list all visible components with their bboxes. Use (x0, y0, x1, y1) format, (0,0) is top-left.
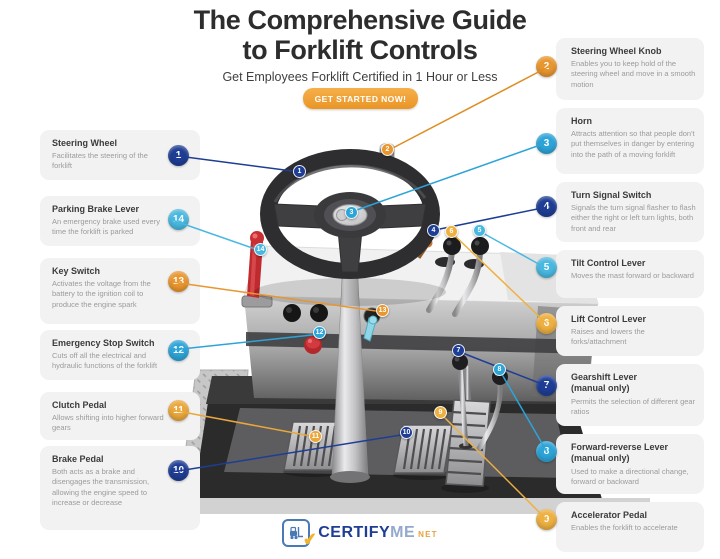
callout-desc: Cuts off all the electrical and hydrauli… (52, 351, 158, 371)
header: The Comprehensive Guide to Forklift Cont… (150, 5, 570, 85)
callout-desc: Permits the selection of different gear … (571, 396, 696, 416)
callout-number-badge: 7 (536, 375, 557, 396)
brand-part2: ME (390, 524, 416, 541)
callout-gearshift-lever: Gearshift Lever (manual only) Permits th… (536, 364, 704, 426)
marker-7-gearshift: 7 (452, 344, 465, 357)
callout-title: Tilt Control Lever (571, 258, 646, 268)
callout-title: Forward-reverse Lever (571, 442, 669, 452)
brand-suffix: NET (418, 530, 438, 539)
callout-title: Gearshift Lever (571, 372, 638, 382)
marker-10-brake-pedal: 10 (400, 426, 413, 439)
callout-key-switch: Key Switch Activates the voltage from th… (40, 258, 200, 324)
callout-desc: An emergency brake used every time the f… (52, 217, 160, 237)
certifyme-logo[interactable]: ✔ (282, 519, 318, 550)
callout-number-badge: 10 (168, 460, 189, 481)
callout-steering-wheel: Steering Wheel Facilitates the steering … (40, 130, 200, 180)
callout-title: Steering Wheel (52, 138, 118, 148)
callout-number-badge: 5 (536, 257, 557, 278)
callout-title: Turn Signal Switch (571, 190, 652, 200)
callout-title: Emergency Stop Switch (52, 338, 155, 348)
get-started-button[interactable]: GET STARTED NOW! (303, 88, 418, 109)
checkmark-icon: ✔ (301, 529, 319, 550)
marker-4-turn-signal: 4 (427, 224, 440, 237)
callout-desc: Attracts attention so that people don't … (571, 129, 695, 159)
callout-desc: Enables the forklift to accelerate (571, 523, 678, 533)
callout-desc: Moves the mast forward or backward (571, 271, 694, 281)
marker-13-key-switch: 13 (376, 304, 389, 317)
callout-number-badge: 4 (536, 196, 557, 217)
brand-part1: CERTIFY (318, 524, 391, 541)
callout-title: Steering Wheel Knob (571, 46, 662, 56)
callout-accelerator-pedal: Accelerator Pedal Enables the forklift t… (536, 502, 704, 552)
callout-desc: Signals the turn signal flasher to flash… (571, 203, 696, 233)
marker-3-horn: 3 (345, 206, 358, 219)
steering-wheel (254, 149, 446, 306)
page-title-line1: The Comprehensive Guide (193, 5, 527, 35)
callout-title: Clutch Pedal (52, 400, 107, 410)
marker-14-parking-brake: 14 (254, 243, 267, 256)
callout-title: Accelerator Pedal (571, 510, 648, 520)
callout-number-badge: 2 (536, 56, 557, 77)
marker-6-lift-lever: 6 (445, 225, 458, 238)
callout-title-note: (manual only) (571, 453, 630, 464)
callout-horn: Horn Attracts attention so that people d… (536, 108, 704, 174)
callout-title: Horn (571, 116, 592, 126)
callout-clutch-pedal: Clutch Pedal Allows shifting into higher… (40, 392, 200, 440)
callout-number-badge: 13 (168, 271, 189, 292)
callout-desc: Used to make a directional change, forwa… (571, 466, 689, 486)
callout-number-badge: 14 (168, 209, 189, 230)
marker-9-accelerator: 9 (434, 406, 447, 419)
callout-title: Key Switch (52, 266, 101, 276)
callout-desc: Enables you to keep hold of the steering… (571, 59, 696, 89)
callout-title-note: (manual only) (571, 383, 630, 394)
marker-5-tilt-lever: 5 (473, 224, 486, 237)
callout-number-badge: 3 (536, 133, 557, 154)
dash-dark-band (246, 332, 596, 354)
callout-parking-brake-lever: Parking Brake Lever An emergency brake u… (40, 196, 200, 246)
callout-number-badge: 8 (536, 441, 557, 462)
callout-desc: Both acts as a brake and disengages the … (52, 467, 150, 507)
marker-1-steering-wheel: 1 (293, 165, 306, 178)
callout-forward-reverse-lever: Forward-reverse Lever (manual only) Used… (536, 434, 704, 494)
callout-desc: Raises and lowers the forks/attachment (571, 327, 645, 347)
callout-number-badge: 11 (168, 400, 189, 421)
callout-desc: Facilitates the steering of the forklift (52, 151, 148, 171)
page-subtitle: Get Employees Forklift Certified in 1 Ho… (222, 70, 498, 85)
callout-title: Brake Pedal (52, 454, 104, 464)
marker-2-knob: 2 (381, 143, 394, 156)
callout-lift-control-lever: Lift Control Lever Raises and lowers the… (536, 306, 704, 356)
callout-title: Parking Brake Lever (52, 204, 140, 214)
callout-emergency-stop-switch: Emergency Stop Switch Cuts off all the e… (40, 330, 200, 380)
callout-title: Lift Control Lever (571, 314, 647, 324)
marker-11-clutch-pedal: 11 (309, 430, 322, 443)
callout-steering-wheel-knob: Steering Wheel Knob Enables you to keep … (536, 38, 704, 100)
callout-number-badge: 12 (168, 340, 189, 361)
callout-turn-signal-switch: Turn Signal Switch Signals the turn sign… (536, 182, 704, 242)
callout-desc: Activates the voltage from the battery t… (52, 279, 151, 309)
callout-brake-pedal: Brake Pedal Both acts as a brake and dis… (40, 446, 200, 530)
page-title-line2: to Forklift Controls (242, 34, 478, 65)
forklift-badge-icon (290, 526, 304, 540)
callout-number-badge: 6 (536, 313, 557, 334)
marker-12-emergency-stop: 12 (313, 326, 326, 339)
callout-number-badge: 1 (168, 145, 189, 166)
marker-8-forward-reverse: 8 (493, 363, 506, 376)
callout-tilt-control-lever: Tilt Control Lever Moves the mast forwar… (536, 250, 704, 298)
callout-desc: Allows shifting into higher forward gear… (52, 413, 164, 433)
